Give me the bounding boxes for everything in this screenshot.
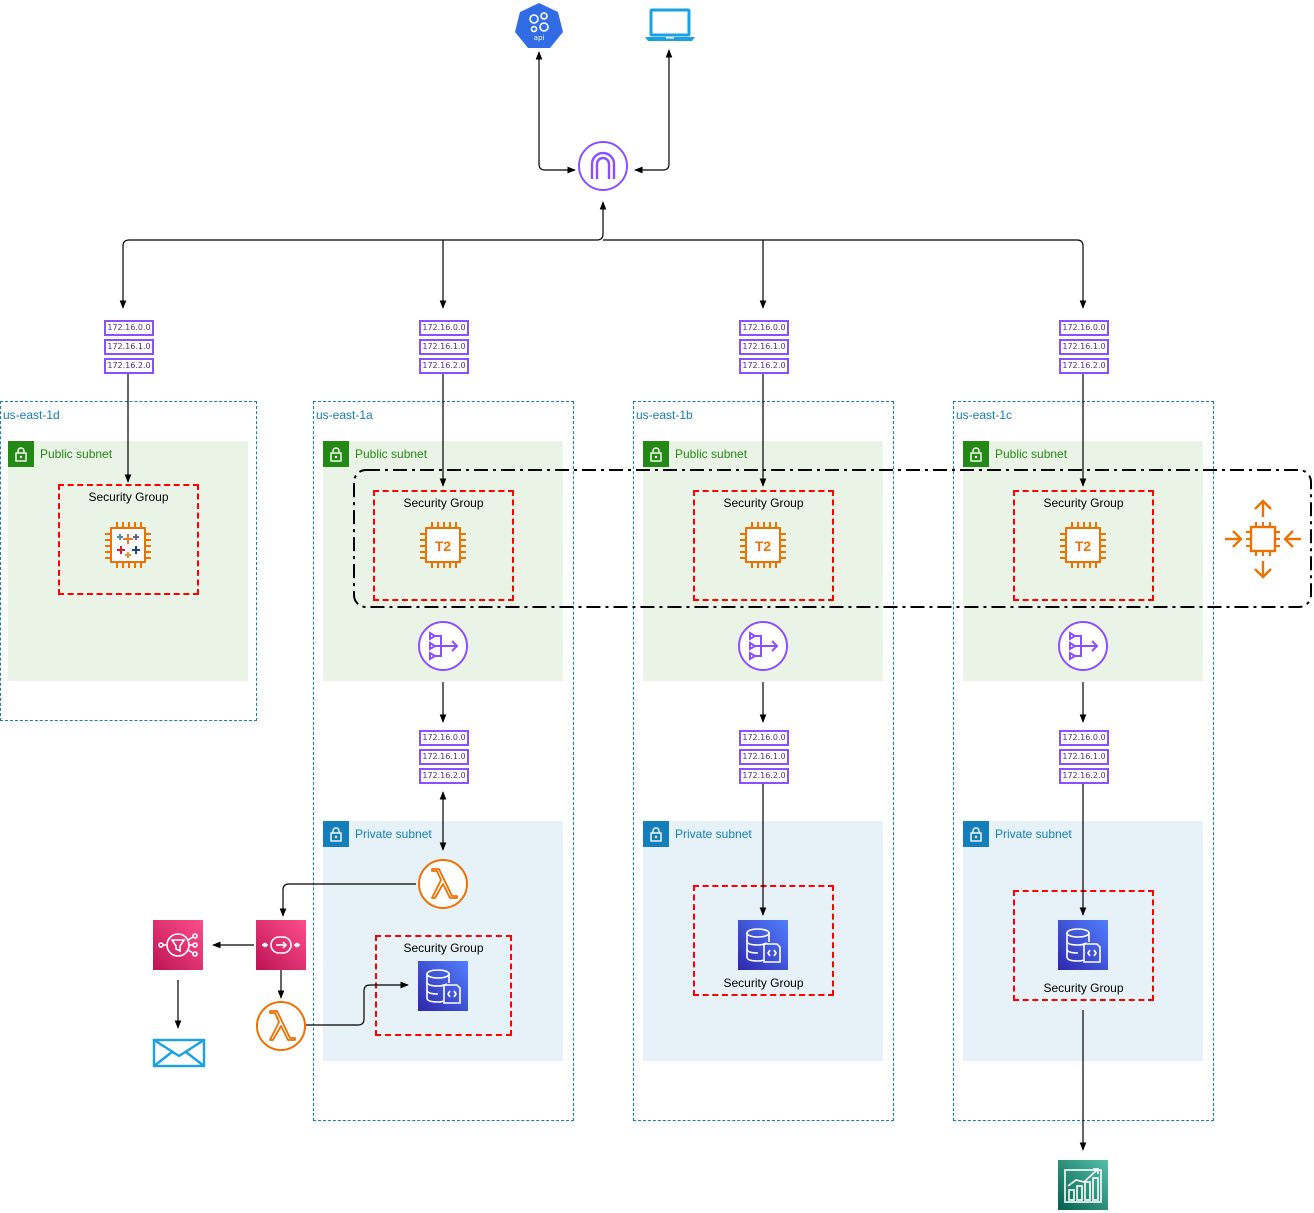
route-table-public-1a: 172.16.0.0 172.16.1.0 172.16.2.0 bbox=[419, 320, 469, 374]
nat-gateway-icon bbox=[417, 620, 469, 672]
security-group-label: Security Group bbox=[1043, 981, 1124, 995]
route-entry: 172.16.2.0 bbox=[739, 358, 789, 374]
database-icon bbox=[738, 920, 788, 970]
ec2-t2-instance-icon: T2 bbox=[1058, 520, 1108, 570]
route-entry: 172.16.1.0 bbox=[419, 339, 469, 355]
subnet-label: Public subnet bbox=[40, 447, 113, 461]
link-bus-1c bbox=[603, 239, 1087, 309]
laptop-client-icon bbox=[644, 8, 696, 42]
route-entry: 172.16.1.0 bbox=[1059, 749, 1109, 765]
route-entry: 172.16.2.0 bbox=[1059, 358, 1109, 374]
subnet-label: Public subnet bbox=[355, 447, 428, 461]
route-entry: 172.16.0.0 bbox=[104, 320, 154, 336]
ec2-tableau-instance-icon bbox=[103, 520, 153, 570]
lock-icon bbox=[323, 441, 349, 467]
route-entry: 172.16.2.0 bbox=[419, 768, 469, 784]
route-table-private-1b: 172.16.0.0 172.16.1.0 172.16.2.0 bbox=[739, 730, 789, 784]
subnet-label: Private subnet bbox=[995, 827, 1072, 841]
security-group-label: Security Group bbox=[403, 941, 484, 955]
route-table-1d: 172.16.0.0 172.16.1.0 172.16.2.0 bbox=[104, 320, 154, 374]
route-table-public-1c: 172.16.0.0 172.16.1.0 172.16.2.0 bbox=[1059, 320, 1109, 374]
kubernetes-api-icon: api bbox=[514, 2, 564, 50]
az-label: us-east-1c bbox=[956, 408, 1013, 422]
security-group-ec2-1c: Security Group bbox=[1013, 490, 1154, 601]
security-group-label: Security Group bbox=[403, 496, 484, 510]
lambda-icon bbox=[417, 858, 469, 910]
analytics-dashboard-icon bbox=[1058, 1160, 1108, 1210]
route-entry: 172.16.2.0 bbox=[419, 358, 469, 374]
database-icon bbox=[418, 961, 468, 1011]
route-entry: 172.16.0.0 bbox=[739, 730, 789, 746]
route-entry: 172.16.0.0 bbox=[419, 730, 469, 746]
instance-type-label: T2 bbox=[435, 538, 452, 554]
database-icon bbox=[1058, 920, 1108, 970]
route-entry: 172.16.0.0 bbox=[739, 320, 789, 336]
nat-gateway-icon bbox=[737, 620, 789, 672]
route-table-private-1c: 172.16.0.0 172.16.1.0 172.16.2.0 bbox=[1059, 730, 1109, 784]
sns-topic-icon bbox=[153, 920, 203, 970]
subnet-label: Public subnet bbox=[675, 447, 748, 461]
link-gateway-laptop bbox=[634, 49, 673, 174]
route-entry: 172.16.1.0 bbox=[104, 339, 154, 355]
ec2-t2-instance-icon: T2 bbox=[418, 520, 468, 570]
route-entry: 172.16.1.0 bbox=[1059, 339, 1109, 355]
security-group-ec2-1a: Security Group bbox=[373, 490, 514, 601]
security-group-ec2-1b: Security Group bbox=[693, 490, 834, 601]
lambda-icon bbox=[255, 1000, 307, 1052]
lock-icon bbox=[8, 441, 34, 467]
az-label: us-east-1d bbox=[3, 408, 60, 422]
security-group-label: Security Group bbox=[723, 496, 804, 510]
lock-icon bbox=[963, 821, 989, 847]
route-entry: 172.16.2.0 bbox=[739, 768, 789, 784]
security-group-label: Security Group bbox=[723, 976, 804, 990]
link-gateway-bus bbox=[119, 201, 607, 309]
lock-icon bbox=[963, 441, 989, 467]
nat-gateway-icon bbox=[1057, 620, 1109, 672]
route-entry: 172.16.1.0 bbox=[739, 749, 789, 765]
security-group-label: Security Group bbox=[88, 490, 169, 504]
route-table-private-1a: 172.16.0.0 172.16.1.0 172.16.2.0 bbox=[419, 730, 469, 784]
route-entry: 172.16.0.0 bbox=[1059, 730, 1109, 746]
lock-icon bbox=[323, 821, 349, 847]
instance-type-label: T2 bbox=[1075, 538, 1092, 554]
ec2-t2-instance-icon: T2 bbox=[738, 520, 788, 570]
lock-icon bbox=[643, 441, 669, 467]
auto-scaling-icon bbox=[1222, 498, 1304, 580]
security-group-label: Security Group bbox=[1043, 496, 1124, 510]
route-entry: 172.16.1.0 bbox=[419, 749, 469, 765]
route-entry: 172.16.2.0 bbox=[1059, 768, 1109, 784]
route-entry: 172.16.1.0 bbox=[739, 339, 789, 355]
subnet-label: Private subnet bbox=[675, 827, 752, 841]
auto-scaling-group-border bbox=[353, 469, 1312, 608]
subnet-label: Private subnet bbox=[355, 827, 432, 841]
sqs-queue-icon bbox=[256, 920, 306, 970]
api-label: api bbox=[534, 34, 545, 42]
route-entry: 172.16.2.0 bbox=[104, 358, 154, 374]
route-entry: 172.16.0.0 bbox=[419, 320, 469, 336]
security-group-1d: Security Group bbox=[58, 484, 199, 595]
email-icon bbox=[152, 1038, 206, 1068]
route-entry: 172.16.0.0 bbox=[1059, 320, 1109, 336]
internet-gateway-icon bbox=[577, 140, 629, 192]
subnet-label: Public subnet bbox=[995, 447, 1068, 461]
az-label: us-east-1b bbox=[636, 408, 693, 422]
lock-icon bbox=[643, 821, 669, 847]
link-gateway-api bbox=[535, 51, 576, 174]
instance-type-label: T2 bbox=[755, 538, 772, 554]
az-label: us-east-1a bbox=[316, 408, 373, 422]
route-table-public-1b: 172.16.0.0 172.16.1.0 172.16.2.0 bbox=[739, 320, 789, 374]
